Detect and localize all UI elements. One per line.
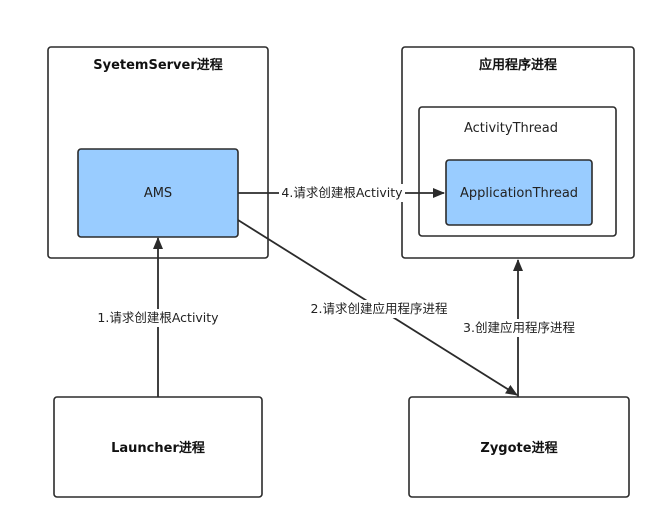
edge-label-launcher-to-ams: 1.请求创建根Activity bbox=[97, 310, 219, 325]
zygote-process-label: Zygote进程 bbox=[480, 441, 557, 456]
edge-ams-to-application-thread: 4.请求创建根Activity bbox=[238, 184, 445, 202]
edge-ams-to-zygote: 2.请求创建应用程序进程 bbox=[237, 219, 518, 396]
edge-label-zygote-to-app: 3.创建应用程序进程 bbox=[463, 320, 575, 335]
ams-label: AMS bbox=[144, 186, 172, 201]
app-process-label: 应用程序进程 bbox=[479, 57, 557, 73]
edge-label-ams-to-application-thread: 4.请求创建根Activity bbox=[281, 185, 403, 200]
zygote-process-node: Zygote进程 bbox=[408, 396, 630, 498]
launcher-process-label: Launcher进程 bbox=[111, 441, 205, 456]
systemserver-process-label: SyetemServer进程 bbox=[93, 58, 223, 73]
edge-zygote-to-app: 3.创建应用程序进程 bbox=[460, 259, 578, 397]
ams-node: AMS bbox=[77, 148, 239, 238]
application-thread-label: ApplicationThread bbox=[460, 186, 578, 201]
application-thread-node: ApplicationThread bbox=[445, 159, 593, 226]
edge-label-ams-to-zygote: 2.请求创建应用程序进程 bbox=[311, 301, 448, 316]
edge-launcher-to-ams: 1.请求创建根Activity bbox=[94, 237, 222, 397]
launcher-process-node: Launcher进程 bbox=[53, 396, 263, 498]
activity-thread-label: ActivityThread bbox=[464, 121, 558, 136]
